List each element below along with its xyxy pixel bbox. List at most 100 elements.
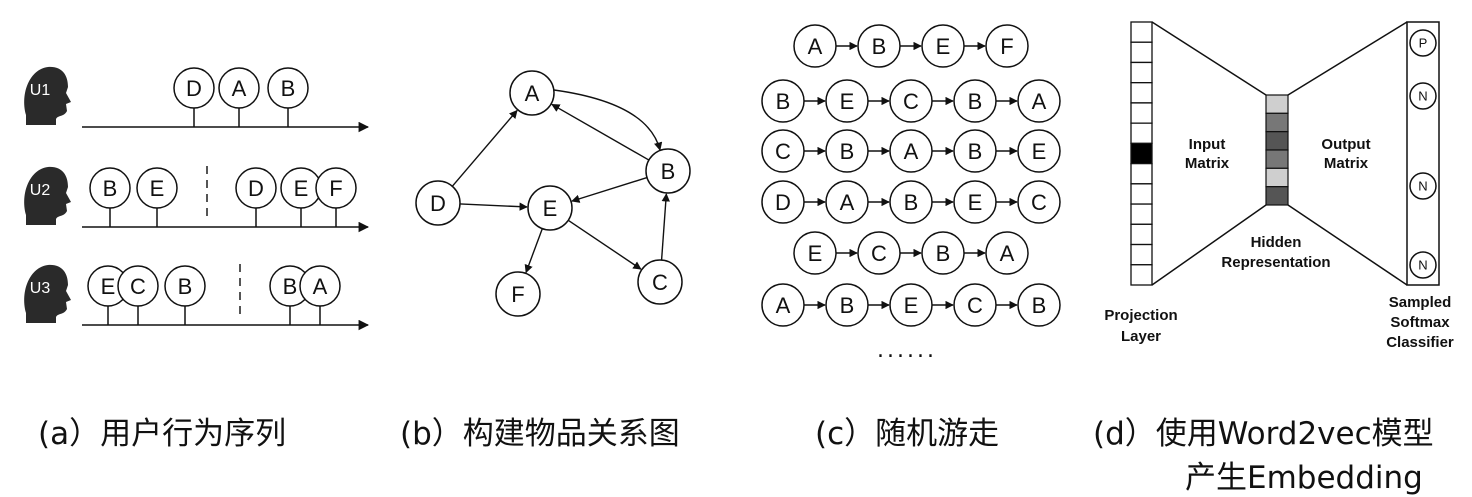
hidden-cell bbox=[1265, 112, 1289, 133]
svg-text:E: E bbox=[150, 176, 165, 201]
item-node-d: D bbox=[173, 67, 215, 109]
svg-text:A: A bbox=[904, 139, 919, 164]
svg-text:B: B bbox=[281, 76, 296, 101]
item-node-b: B bbox=[164, 265, 206, 307]
projection-cell bbox=[1130, 142, 1153, 165]
projection-cell bbox=[1130, 223, 1153, 246]
graph-edge-DA bbox=[451, 109, 518, 187]
svg-text:U2: U2 bbox=[30, 182, 51, 199]
walk-node-b: B bbox=[761, 79, 805, 123]
output-layer-box bbox=[1406, 21, 1440, 286]
svg-text:E: E bbox=[808, 241, 823, 266]
output-matrix-label-1: Output bbox=[1321, 136, 1370, 153]
caption-d-line1: (d）使用Word2vec模型 bbox=[1093, 416, 1434, 452]
svg-text:C: C bbox=[652, 270, 668, 295]
svg-text:C: C bbox=[967, 293, 983, 318]
hidden-label-1: Hidden bbox=[1251, 234, 1302, 251]
output-node-n: N bbox=[1409, 172, 1437, 200]
projection-cell bbox=[1130, 41, 1153, 64]
graph-edge-BE bbox=[571, 176, 648, 203]
walk-node-e: E bbox=[825, 79, 869, 123]
graph-node-d: D bbox=[415, 180, 461, 226]
walk-node-b: B bbox=[921, 231, 965, 275]
svg-text:E: E bbox=[936, 34, 951, 59]
item-node-f: F bbox=[315, 167, 357, 209]
walk-node-c: C bbox=[1017, 180, 1061, 224]
walk-node-a: A bbox=[889, 129, 933, 173]
projection-cell bbox=[1130, 162, 1153, 185]
svg-text:B: B bbox=[776, 89, 791, 114]
svg-text:B: B bbox=[840, 139, 855, 164]
svg-text:U3: U3 bbox=[30, 280, 51, 297]
svg-text:C: C bbox=[871, 241, 887, 266]
walk-node-e: E bbox=[1017, 129, 1061, 173]
classifier-label-1: Sampled bbox=[1389, 294, 1452, 311]
svg-text:B: B bbox=[872, 34, 887, 59]
walk-node-b: B bbox=[857, 24, 901, 68]
graph-edge-DE bbox=[459, 202, 528, 211]
walk-node-c: C bbox=[889, 79, 933, 123]
classifier-label-3: Classifier bbox=[1386, 334, 1454, 351]
graph-edge-CB bbox=[660, 193, 670, 261]
svg-text:B: B bbox=[178, 274, 193, 299]
walk-node-b: B bbox=[825, 129, 869, 173]
projection-cell bbox=[1130, 243, 1153, 266]
svg-text:D: D bbox=[775, 190, 791, 215]
graph-edge-EF bbox=[524, 228, 543, 274]
graph-node-b: B bbox=[645, 148, 691, 194]
hidden-cell bbox=[1265, 131, 1289, 151]
svg-text:A: A bbox=[1032, 89, 1047, 114]
graph-node-f: F bbox=[495, 271, 541, 317]
user-head-icon: U2 bbox=[24, 166, 71, 225]
svg-text:C: C bbox=[130, 274, 146, 299]
svg-text:B: B bbox=[840, 293, 855, 318]
walk-node-e: E bbox=[953, 180, 997, 224]
item-node-d: D bbox=[235, 167, 277, 209]
walk-node-b: B bbox=[825, 283, 869, 327]
item-node-c: C bbox=[117, 265, 159, 307]
projection-layer-vector bbox=[1130, 21, 1153, 286]
svg-text:E: E bbox=[840, 89, 855, 114]
projection-cell bbox=[1130, 102, 1153, 124]
walk-node-f: F bbox=[985, 24, 1029, 68]
projection-label-2: Layer bbox=[1121, 328, 1161, 345]
walk-node-e: E bbox=[889, 283, 933, 327]
svg-text:E: E bbox=[543, 196, 558, 221]
projection-label-1: Projection bbox=[1104, 307, 1177, 324]
svg-text:E: E bbox=[904, 293, 919, 318]
item-node-e: E bbox=[280, 167, 322, 209]
svg-text:N: N bbox=[1418, 179, 1427, 194]
projection-cell bbox=[1130, 82, 1153, 104]
user-head-icon: U3 bbox=[24, 264, 71, 323]
walk-node-c: C bbox=[761, 129, 805, 173]
svg-text:E: E bbox=[101, 274, 116, 299]
hidden-representation-vector bbox=[1265, 94, 1289, 206]
walks-ellipsis: ...... bbox=[877, 338, 937, 363]
svg-text:C: C bbox=[775, 139, 791, 164]
hidden-label-2: Representation bbox=[1221, 254, 1330, 271]
graph-node-a: A bbox=[509, 70, 555, 116]
svg-text:D: D bbox=[248, 176, 264, 201]
svg-text:A: A bbox=[1000, 241, 1015, 266]
item-graph-panel: A B D E F C bbox=[415, 70, 691, 317]
svg-text:B: B bbox=[283, 274, 298, 299]
svg-text:N: N bbox=[1418, 89, 1427, 104]
walk-node-c: C bbox=[857, 231, 901, 275]
svg-text:B: B bbox=[661, 159, 676, 184]
walk-node-e: E bbox=[793, 231, 837, 275]
item-node-b: B bbox=[267, 67, 309, 109]
input-matrix-label-2: Matrix bbox=[1185, 155, 1230, 172]
svg-text:A: A bbox=[313, 274, 328, 299]
svg-text:B: B bbox=[1032, 293, 1047, 318]
svg-text:B: B bbox=[103, 176, 118, 201]
projection-cell bbox=[1130, 203, 1153, 225]
output-node-n: N bbox=[1409, 251, 1437, 279]
svg-text:A: A bbox=[840, 190, 855, 215]
walk-node-a: A bbox=[761, 283, 805, 327]
